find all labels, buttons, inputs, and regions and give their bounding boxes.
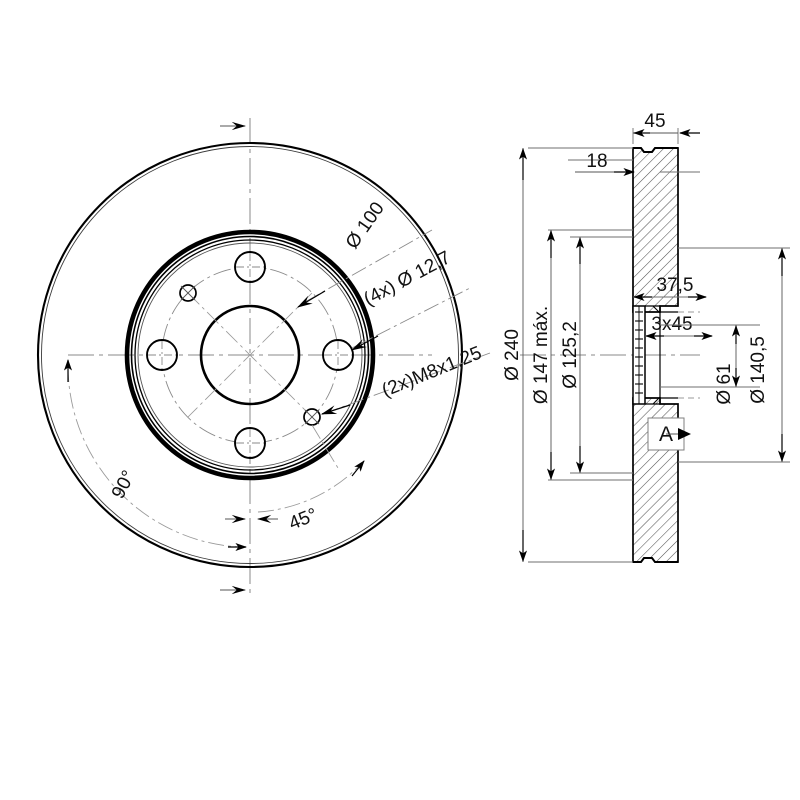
hub-flange-ring-line-3 — [137, 242, 363, 468]
hub-flange-ring-line-1 — [130, 235, 370, 475]
bore-crosshair-lines — [187, 292, 313, 418]
hub-flange-outer-ring — [124, 229, 376, 481]
horizontal-dim-extension-lines — [568, 128, 700, 173]
angle-45-arrow-end — [351, 460, 365, 477]
section-view: 45 18 37,5 3x45 — [502, 111, 790, 563]
outer-rim-circle — [36, 141, 464, 569]
large-bolt-hole — [322, 339, 354, 371]
right-dim-extension-lines — [660, 247, 790, 463]
hub-chamfer-bottom — [652, 396, 661, 405]
vertical-dim-extension-lines — [528, 147, 633, 563]
bore-diagonal-2 — [187, 292, 313, 418]
label-chamfer-3x45: 3x45 — [651, 314, 692, 335]
datum-a-label: A — [659, 423, 673, 446]
label-dia-147-max: Ø 147 máx. — [531, 306, 552, 404]
bolt-hole-leader-line — [351, 287, 471, 349]
label-dia-61: Ø 61 — [714, 363, 735, 404]
hub-step-bottom — [645, 397, 678, 405]
vent-slot-ladder — [635, 306, 643, 404]
friction-ring-bottom-outer-edge — [633, 557, 678, 563]
hub-flange-ring-line-2 — [134, 239, 366, 471]
large-bolt-hole — [234, 427, 266, 459]
horizontal-dimensions: 45 18 37,5 3x45 — [568, 111, 713, 341]
label-dia-1252: Ø 125,2 — [560, 321, 581, 389]
large-bolt-hole — [146, 339, 178, 371]
pcd-leader-arrow — [297, 290, 326, 308]
vertical-diameter-dimensions: Ø 240 Ø 147 máx. Ø 125,2 — [502, 147, 633, 563]
large-bolt-hole — [234, 251, 266, 283]
label-dia-1405: Ø 140,5 — [748, 336, 769, 404]
hub-chamfer-top — [652, 305, 661, 314]
angle-45-ray — [311, 424, 339, 469]
bolt-hole-leader-arrow — [351, 335, 379, 351]
angle-90-arc — [67, 365, 240, 548]
datum-a-arrowhead — [678, 428, 691, 440]
m8-thread-hole — [303, 408, 321, 426]
thread-hole-leader-arrow — [320, 404, 351, 415]
centerline-arrow-ticks — [220, 121, 278, 595]
hub-hat-region — [632, 305, 700, 405]
hub-step-top — [645, 305, 678, 313]
thread-hole-leader-line — [322, 352, 491, 415]
center-bore-circle — [199, 304, 301, 406]
label-dia-240: Ø 240 — [502, 329, 523, 381]
m8-thread-hole — [179, 284, 197, 302]
friction-ring-top-outer-edge — [633, 147, 678, 153]
label-width-18: 18 — [586, 151, 607, 172]
label-width-45: 45 — [644, 111, 665, 132]
m8-thread-holes-group — [179, 284, 321, 426]
hub-hidden-edges — [678, 311, 700, 399]
pcd-leader-line — [304, 229, 433, 303]
outer-rim-inner-edge — [41, 146, 459, 564]
datum-a-callout: A — [647, 417, 691, 451]
friction-ring-top — [632, 147, 679, 313]
label-offset-375: 37,5 — [657, 275, 694, 296]
large-bolt-holes-group — [146, 251, 354, 459]
angle-45-arc — [257, 462, 363, 513]
right-diameter-dimensions: Ø 61 Ø 140,5 — [660, 247, 790, 463]
